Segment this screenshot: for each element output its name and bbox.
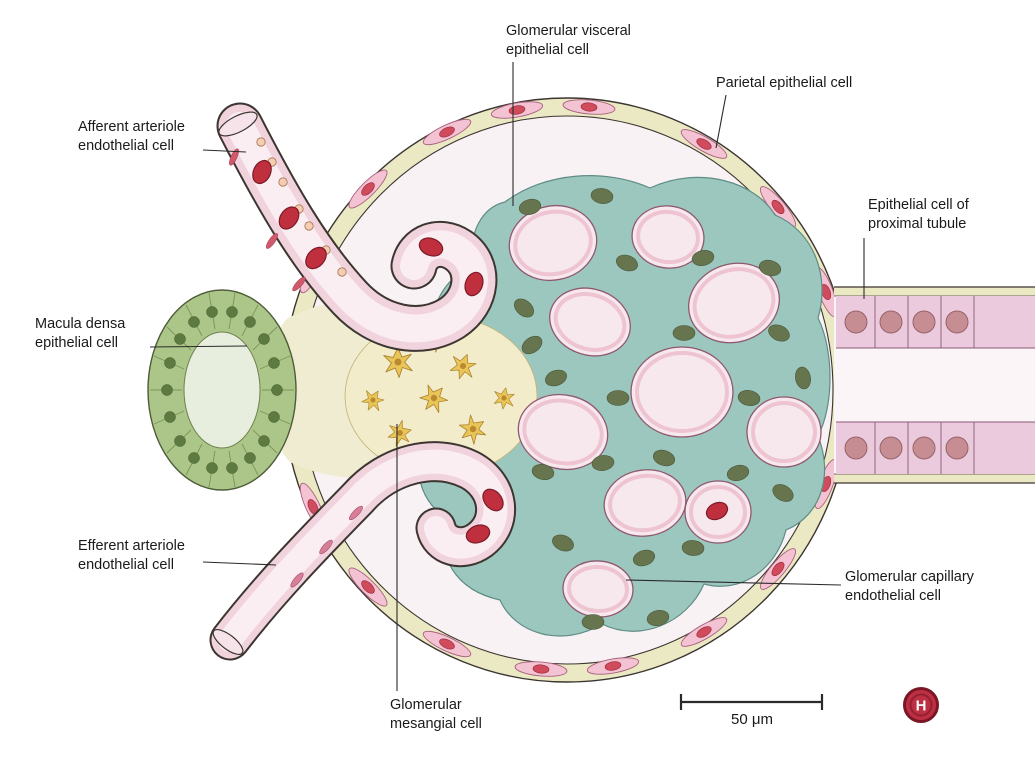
label-macula-densa-epithelial-cell: Macula densa epithelial cell <box>35 316 126 352</box>
glomerular-capillary <box>603 469 687 537</box>
glomerular-capillary <box>687 262 781 344</box>
glomerular-capillaries <box>508 205 822 618</box>
label-efferent-arteriole-endothelial-cell: Efferent arteriole endothelial cell <box>78 538 185 574</box>
proximal-tubule <box>834 286 1035 484</box>
glomerular-capillary <box>517 393 609 471</box>
glomerular-capillary <box>631 205 705 269</box>
glomerular-capillary <box>549 287 631 357</box>
efferent-arteriole <box>209 441 517 661</box>
label-epithelial-cell-of-proximal-tubule: Epithelial cell of proximal tubule <box>868 197 969 233</box>
glomerular-capillary <box>562 560 634 618</box>
afferent-arteriole <box>216 102 498 352</box>
glomerular-capillary <box>630 346 734 438</box>
podocyte-nuclei <box>513 188 811 630</box>
glomerular-capillary <box>508 205 598 281</box>
label-afferent-arteriole-endothelial-cell: Afferent arteriole endothelial cell <box>78 119 185 155</box>
leader-line <box>149 345 248 348</box>
scale-bar-label: 50 μm <box>731 711 773 728</box>
glomerular-capillary <box>746 396 822 468</box>
logo-letter: H <box>916 698 927 715</box>
leader-line <box>202 561 277 566</box>
leader-lines <box>149 62 865 691</box>
afferent-arteriole-cut-end <box>218 111 258 137</box>
leader-line <box>625 579 842 586</box>
leader-line <box>715 94 727 149</box>
label-glomerular-visceral-epithelial-cell: Glomerular visceral epithelial cell <box>506 23 631 59</box>
leader-line <box>202 149 247 153</box>
label-glomerular-capillary-endothelial-cell: Glomerular capillary endothelial cell <box>845 569 974 605</box>
scale-bar <box>679 694 824 710</box>
macula-densa <box>147 289 297 491</box>
efferent-arteriole-cut-end <box>212 629 244 655</box>
label-glomerular-mesangial-cell: Glomerular mesangial cell <box>390 697 482 733</box>
logo-badge: H <box>903 687 939 723</box>
logo-circle <box>903 687 939 723</box>
red-blood-cell <box>705 501 729 521</box>
label-parietal-epithelial-cell: Parietal epithelial cell <box>716 75 853 91</box>
